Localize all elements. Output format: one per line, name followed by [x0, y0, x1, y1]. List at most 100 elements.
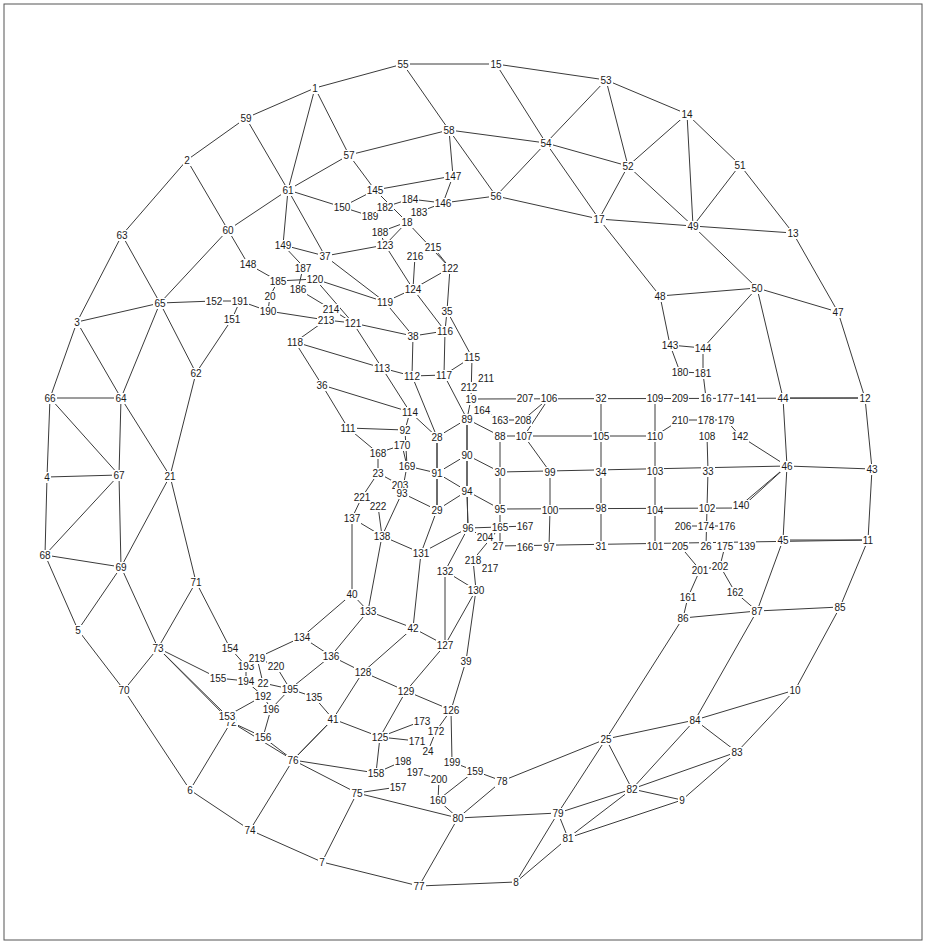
callout-number: 177 [716, 393, 735, 404]
callout-number: 43 [865, 464, 878, 475]
callout-number: 200 [430, 774, 449, 785]
callout-number: 57 [342, 150, 355, 161]
callout-number: 85 [833, 602, 846, 613]
callout-number: 178 [697, 415, 716, 426]
callout-number: 181 [694, 368, 713, 379]
callout-number: 50 [750, 283, 763, 294]
callout-number: 169 [398, 461, 417, 472]
callout-number: 206 [674, 521, 693, 532]
callout-number: 15 [489, 59, 502, 70]
callout-number: 187 [294, 263, 313, 274]
callout-number: 41 [326, 714, 339, 725]
callout-number: 155 [209, 673, 228, 684]
callout-number: 163 [491, 415, 510, 426]
callout-number: 111 [339, 423, 356, 434]
callout-number: 196 [262, 704, 281, 715]
callout-number: 215 [424, 242, 443, 253]
callout-number: 103 [646, 466, 665, 477]
callout-number: 159 [466, 766, 485, 777]
callout-number: 74 [243, 825, 256, 836]
callout-number: 110 [646, 431, 664, 442]
callout-number: 22 [256, 678, 269, 689]
callout-number: 121 [344, 318, 363, 329]
callout-number: 1 [311, 83, 319, 94]
callout-number: 7 [318, 857, 326, 868]
callout-number: 135 [305, 692, 324, 703]
callout-number: 97 [542, 542, 555, 553]
callout-number: 98 [594, 503, 607, 514]
callout-number: 209 [671, 393, 690, 404]
callout-number: 5 [74, 625, 82, 636]
callout-number: 73 [151, 643, 164, 654]
callout-number: 219 [248, 653, 267, 664]
callout-number: 86 [676, 613, 689, 624]
mesh-lines [45, 64, 872, 886]
callout-number: 160 [429, 795, 448, 806]
callout-number: 8 [512, 877, 520, 888]
callout-number: 101 [646, 541, 665, 552]
callout-number: 12 [858, 393, 871, 404]
callout-number: 67 [112, 470, 125, 481]
callout-number: 222 [369, 501, 388, 512]
callout-number: 149 [274, 240, 293, 251]
callout-number: 21 [163, 471, 176, 482]
callout-number: 186 [289, 284, 308, 295]
callout-number: 91 [430, 468, 443, 479]
callout-number: 16 [699, 393, 712, 404]
callout-number: 212 [460, 382, 479, 393]
callout-number: 53 [599, 75, 612, 86]
callout-number: 156 [254, 732, 273, 743]
callout-number: 123 [376, 240, 395, 251]
callout-number: 221 [353, 492, 372, 503]
callout-number: 3 [73, 317, 81, 328]
callout-number: 214 [322, 304, 341, 315]
callout-number: 124 [404, 284, 423, 295]
callout-number: 142 [731, 431, 750, 442]
callout-number: 9 [678, 795, 686, 806]
callout-number: 184 [401, 194, 420, 205]
callout-number: 20 [263, 291, 276, 302]
callout-number: 218 [464, 555, 483, 566]
callout-number: 59 [239, 113, 252, 124]
callout-number: 197 [406, 767, 425, 778]
callout-number: 132 [436, 566, 455, 577]
callout-number: 119 [376, 297, 394, 308]
callout-number: 56 [489, 191, 502, 202]
callout-number: 140 [732, 500, 751, 511]
callout-number: 202 [711, 561, 730, 572]
callout-number: 211 [477, 373, 495, 384]
callout-number: 14 [680, 109, 693, 120]
callout-number: 94 [460, 486, 473, 497]
callout-number: 136 [322, 651, 341, 662]
callout-number: 195 [281, 684, 300, 695]
callout-number: 52 [621, 161, 634, 172]
callout-number: 105 [592, 431, 611, 442]
callout-number: 39 [459, 656, 472, 667]
callout-number: 109 [646, 393, 665, 404]
radial-lines [45, 64, 872, 886]
callout-number: 55 [396, 59, 409, 70]
callout-number: 143 [661, 340, 680, 351]
callout-number: 129 [397, 686, 416, 697]
callout-number: 13 [786, 228, 799, 239]
callout-number: 62 [189, 368, 202, 379]
callout-number: 40 [345, 589, 358, 600]
callout-number: 134 [293, 632, 312, 643]
callout-number: 80 [451, 813, 464, 824]
callout-number: 146 [434, 198, 453, 209]
callout-number: 213 [317, 315, 336, 326]
callout-number: 102 [698, 503, 717, 514]
callout-number: 216 [406, 251, 425, 262]
callout-number: 170 [393, 440, 412, 451]
callout-number: 127 [436, 640, 455, 651]
callout-number: 182 [376, 202, 395, 213]
callout-number: 37 [318, 251, 331, 262]
callout-number: 87 [750, 606, 763, 617]
callout-number: 220 [267, 661, 286, 672]
callout-number: 179 [717, 415, 736, 426]
callout-number: 217 [481, 563, 500, 574]
callout-number: 192 [254, 691, 273, 702]
callout-number: 194 [237, 676, 256, 687]
inner-ring-lines [121, 130, 787, 818]
callout-number: 70 [117, 685, 130, 696]
